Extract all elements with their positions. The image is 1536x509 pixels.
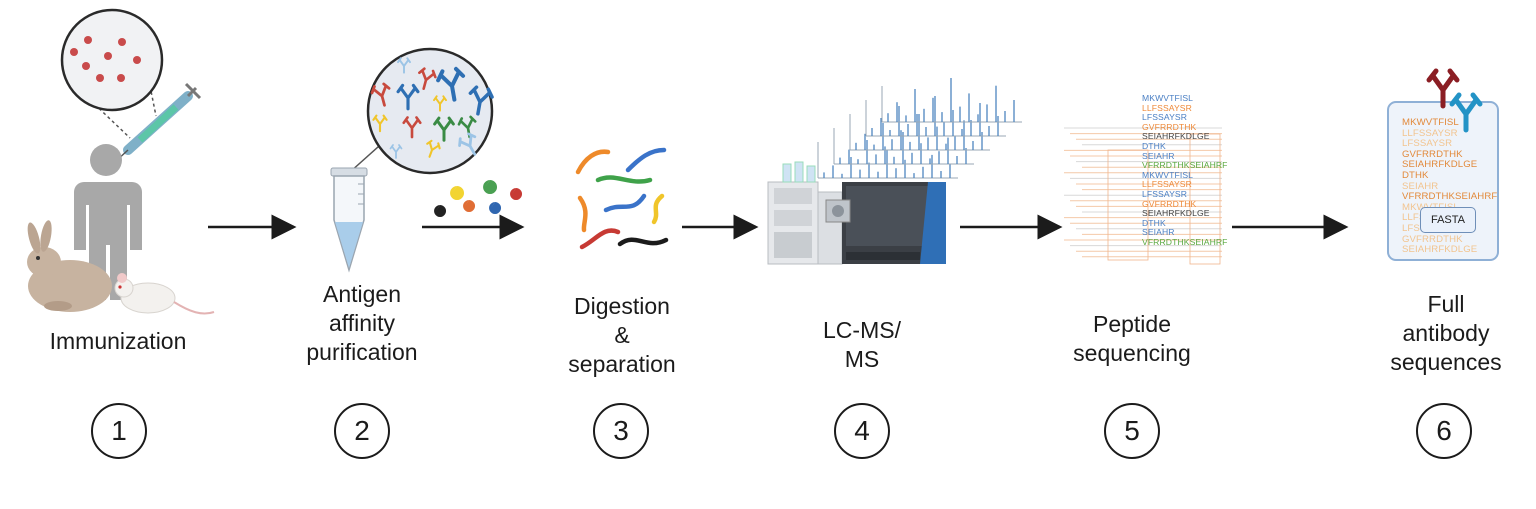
peptide-sequence: VFRRDTHKSEIAHRF (1142, 160, 1228, 171)
fasta-tag: FASTA (1420, 207, 1476, 233)
step-3-number: 3 (593, 403, 649, 459)
antibody-icon (396, 83, 420, 111)
peptide-sequence: GVFRRDTHK (1142, 198, 1197, 209)
step-5-label: Peptide sequencing (1073, 311, 1191, 366)
sequence-alignment-grid-icon (1064, 127, 1222, 265)
peptide-sequence: MKWVTFISL (1142, 169, 1194, 180)
lc-ms-instrument-icon (767, 161, 946, 265)
antibody-icon (418, 67, 437, 91)
antibody-icon (396, 57, 412, 74)
antibody-icon (426, 139, 441, 158)
antibody-icon (436, 66, 466, 102)
peptide-sequence: MKWVTFISL (1402, 117, 1459, 128)
step-4-label: LC-MS/ MS (823, 317, 901, 372)
step-6-label: Full antibody sequences (1390, 291, 1502, 375)
antibody-icon (433, 116, 455, 142)
step-1-label: Immunization (49, 328, 187, 354)
step-4-number: 4 (834, 403, 890, 459)
peptide-sequence: SEIAHR (1142, 150, 1175, 161)
peptide-sequence: LLFSSAYSR (1142, 102, 1192, 113)
peptide-sequence: VFRRDTHKSEIAHRF (1142, 236, 1228, 247)
peptide-sequence: LFSSAYSR (1402, 138, 1453, 150)
antibody-icon (372, 114, 388, 133)
step-1-number: 1 (91, 403, 147, 459)
mass-spectra-icon (817, 78, 1022, 179)
peptide-sequence: SEIAHR (1402, 180, 1439, 192)
antibody-blue-icon (1449, 92, 1483, 133)
step-2-number: 2 (334, 403, 390, 459)
peptide-sequence: LLFSSAYSR (1142, 179, 1192, 190)
antibody-icon (468, 85, 494, 116)
step-6-number: 6 (1416, 403, 1472, 459)
antibody-icon (458, 132, 477, 156)
peptide-sequence: GVFRRDTHK (1402, 233, 1463, 245)
antibody-zoom-circle-icon (349, 47, 494, 175)
peptide-sequence: SEIAHRFKDLGE (1142, 208, 1210, 219)
antigen-zoom-circle-icon (60, 8, 164, 139)
peptide-sequence: GVFRRDTHK (1402, 148, 1463, 160)
peptide-sequence: LFSSAYSR (1142, 112, 1188, 123)
peptide-sequence: SEIAHR (1142, 227, 1175, 238)
peptide-sequence: MKWVTFISL (1142, 93, 1194, 103)
peptide-sequence: SEIAHRFKDLGE (1402, 244, 1478, 256)
antibody-icon (389, 144, 403, 159)
antibody-icon (402, 116, 422, 139)
antibody-icon (432, 95, 448, 112)
tube-icon (330, 167, 368, 273)
step-5-number: 5 (1104, 403, 1160, 459)
antibody-red-icon (1426, 68, 1460, 109)
step-3-label: Digestion & separation (568, 293, 676, 377)
peptide-sequence: SEIAHRFKDLGE (1142, 131, 1210, 142)
peptide-sequence: VFRRDTHKSEIAHRF (1402, 191, 1498, 203)
syringe-icon (115, 82, 202, 162)
peptide-sequence: DTHK (1402, 169, 1429, 181)
peptide-sequence: LLFSSAYSR (1402, 127, 1458, 139)
peptide-fragments-icon (575, 147, 669, 250)
antibody-icon (370, 82, 391, 107)
peptide-sequence: DTHK (1142, 217, 1166, 228)
step-2-label: Antigen affinity purification (306, 281, 418, 365)
enzymes-icon (434, 180, 523, 217)
peptide-sequence: DTHK (1142, 140, 1166, 151)
peptide-sequence: GVFRRDTHK (1142, 121, 1197, 132)
antibody-icon (457, 115, 477, 139)
mouse-icon (114, 273, 215, 315)
antibodies-group-icon (370, 57, 494, 159)
peptide-sequence: LFSSAYSR (1142, 188, 1188, 199)
peptide-sequence: SEIAHRFKDLGE (1402, 159, 1478, 171)
rabbit-icon (27, 220, 112, 312)
